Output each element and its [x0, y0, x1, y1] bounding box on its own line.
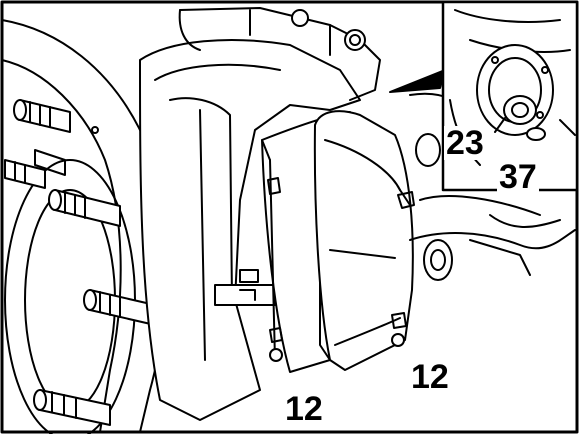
callout-arrow: [389, 69, 446, 93]
outer-brake-pad: [313, 110, 415, 371]
wheel-studs: [4, 99, 156, 426]
stud: [13, 99, 71, 133]
hub-slots: [34, 126, 155, 245]
stud: [4, 159, 46, 189]
stud: [33, 389, 111, 426]
stud: [48, 189, 121, 227]
inner-brake-pad: [261, 111, 351, 373]
part-number-23: 23: [444, 124, 486, 162]
right-assembly: [409, 92, 576, 281]
part-number-12-inner: 12: [283, 390, 325, 428]
part-number-12-outer: 12: [409, 358, 451, 396]
caliper-body: [139, 7, 381, 421]
part-number-37: 37: [497, 158, 539, 196]
